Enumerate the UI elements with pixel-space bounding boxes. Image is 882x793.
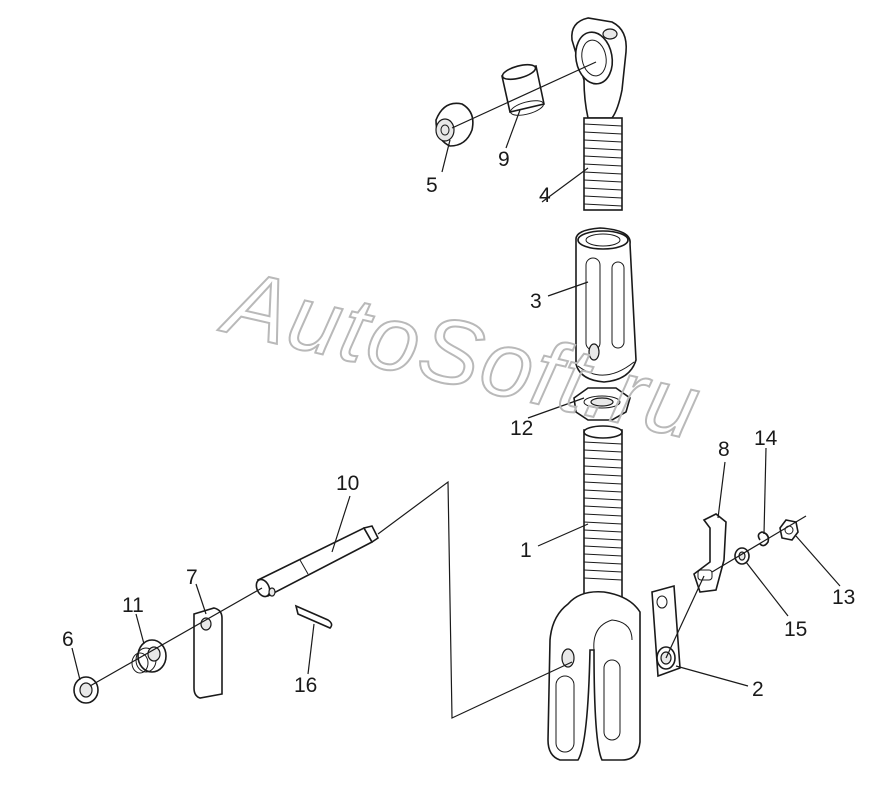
label-5: 5	[426, 174, 438, 197]
part-15-washer	[734, 547, 750, 565]
part-13-nut	[779, 519, 799, 541]
label-16: 16	[294, 674, 317, 697]
label-11: 11	[122, 594, 144, 617]
part-12-hex-nut	[573, 387, 631, 421]
watermark: AutoSoft.ru	[213, 250, 711, 459]
leader-lines	[71, 109, 841, 687]
part-8-bracket	[693, 513, 727, 593]
part-6-washer	[73, 676, 99, 704]
part-16-cotter-pin	[294, 604, 333, 629]
part-3-turnbuckle-body	[575, 227, 637, 383]
part-11-spring	[131, 639, 167, 674]
label-9: 9	[498, 148, 510, 171]
label-1: 1	[520, 539, 532, 562]
part-9-ring	[501, 63, 545, 116]
label-6: 6	[62, 628, 74, 651]
part-4-upper-eye-rod	[571, 17, 628, 211]
part-1-fork-rod	[547, 425, 641, 761]
label-3: 3	[530, 290, 542, 313]
label-15: 15	[784, 618, 807, 641]
label-14: 14	[754, 427, 778, 450]
part-7-strip	[193, 607, 223, 699]
label-4: 4	[539, 184, 551, 207]
part-number-labels: 4 5 9 3 12 1 2 8 14 13 15 10 7 11 6 16	[62, 148, 855, 701]
label-7: 7	[186, 566, 198, 589]
label-12: 12	[510, 417, 533, 440]
label-13: 13	[832, 586, 855, 609]
part-10-pin	[255, 525, 380, 598]
label-8: 8	[718, 438, 730, 461]
label-10: 10	[336, 472, 359, 495]
part-2-plate	[651, 584, 681, 678]
label-2: 2	[752, 678, 764, 701]
assembly-axis-lines	[89, 61, 807, 719]
part-5-ball	[435, 102, 474, 147]
